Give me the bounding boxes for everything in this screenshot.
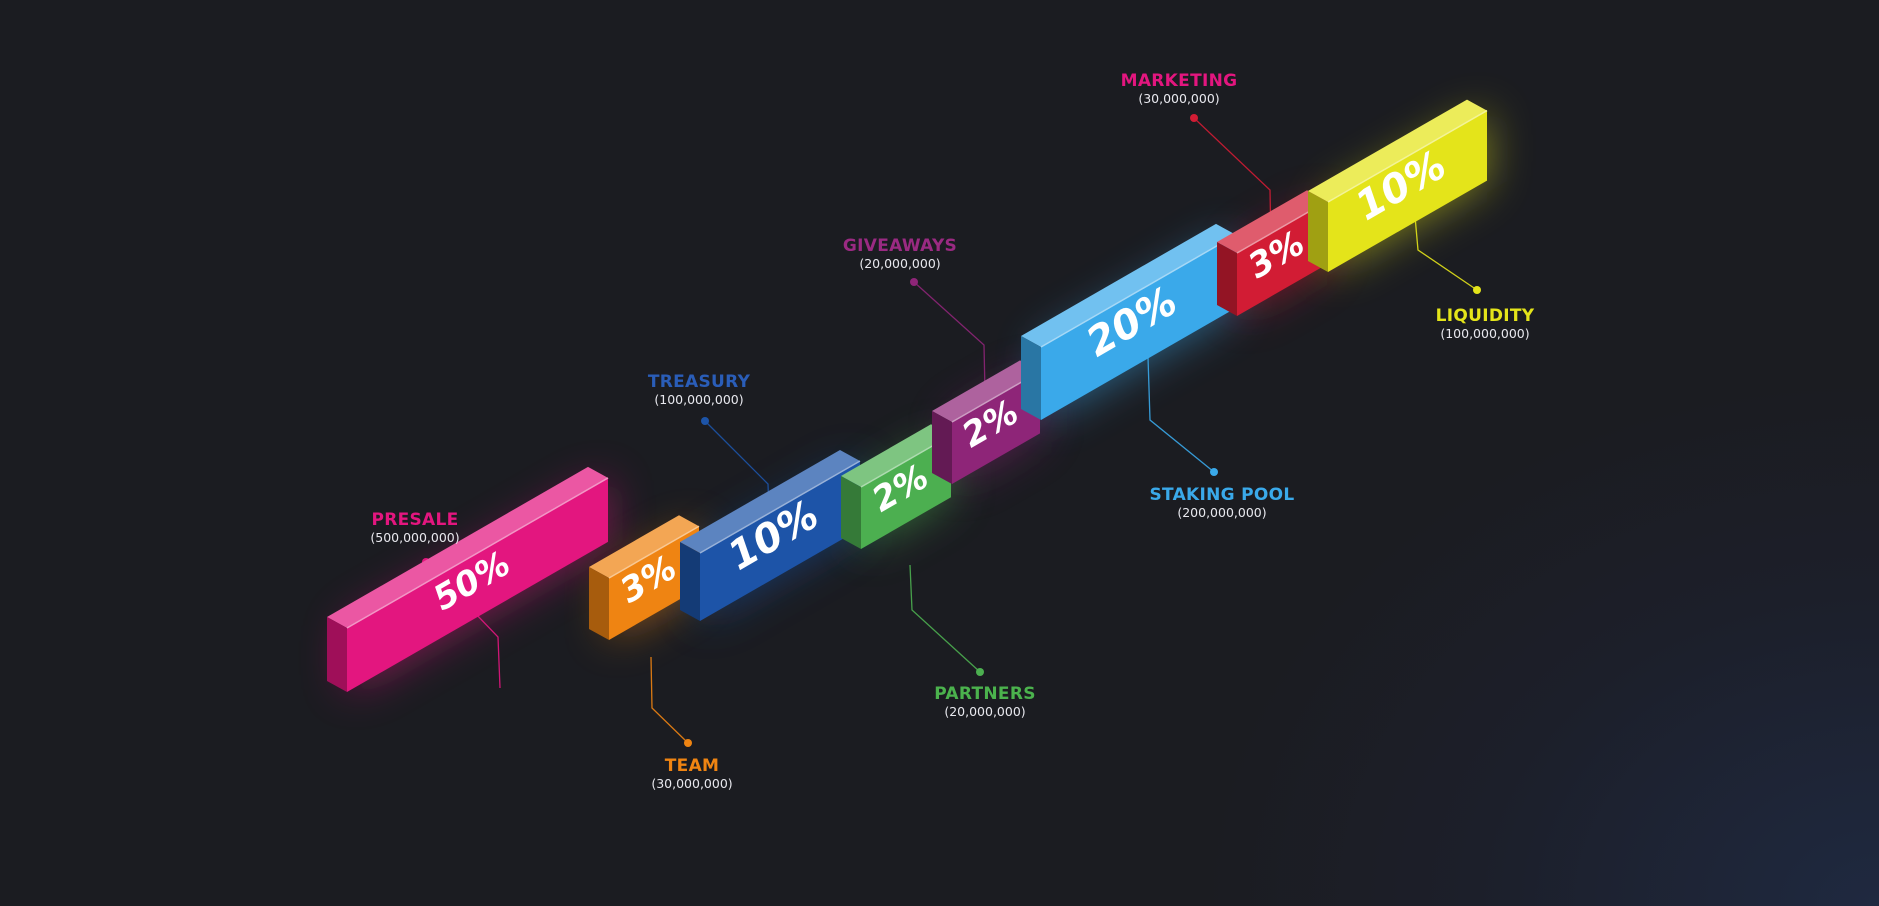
segment-box-partners: 2% — [841, 424, 952, 549]
segment-amount: (100,000,000) — [1440, 326, 1530, 341]
segment-name: TREASURY — [647, 372, 751, 392]
label-marketing: MARKETING (30,000,000) — [1121, 71, 1238, 107]
segment-box-liquidity: 10% — [1308, 99, 1488, 272]
label-liquidity: LIQUIDITY (100,000,000) — [1436, 306, 1535, 342]
segment-name: PARTNERS — [934, 684, 1036, 704]
callout-dot — [701, 417, 709, 425]
segment-amount: (200,000,000) — [1177, 505, 1267, 520]
segment-boxes: 50%3%10%2%2%20%3%10% — [327, 99, 1488, 692]
callout-dot — [684, 739, 692, 747]
callout-leader-lines — [422, 114, 1481, 747]
segment-name: PRESALE — [371, 510, 459, 530]
label-giveaways: GIVEAWAYS (20,000,000) — [843, 236, 957, 272]
segment-amount: (20,000,000) — [859, 256, 941, 271]
segment-amount: (100,000,000) — [654, 392, 744, 407]
segment-box-giveaways: 2% — [932, 360, 1041, 484]
callout-dot — [1190, 114, 1198, 122]
segment-box-team: 3% — [589, 515, 700, 640]
segment-box-staking-pool: 20% — [1021, 223, 1237, 420]
callout-dot — [1473, 286, 1481, 294]
callout-dot — [976, 668, 984, 676]
segment-box-marketing: 3% — [1217, 190, 1328, 316]
segment-name: GIVEAWAYS — [842, 236, 958, 256]
label-treasury: TREASURY (100,000,000) — [648, 372, 750, 408]
segment-amount: (30,000,000) — [1138, 91, 1220, 106]
callout-dot — [1210, 468, 1218, 476]
label-team: TEAM (30,000,000) — [651, 756, 732, 792]
label-partners: PARTNERS (20,000,000) — [934, 684, 1036, 720]
segment-name: TEAM — [664, 756, 720, 776]
callout-dot — [910, 278, 918, 286]
segment-name: STAKING POOL — [1149, 485, 1295, 505]
segment-name: LIQUIDITY — [1435, 306, 1535, 326]
label-presale: PRESALE (500,000,000) — [370, 510, 459, 546]
segment-amount: (500,000,000) — [370, 530, 460, 545]
segment-amount: (30,000,000) — [651, 776, 733, 791]
segment-box-treasury: 10% — [680, 450, 861, 621]
label-staking-pool: STAKING POOL (200,000,000) — [1149, 485, 1294, 521]
segment-amount: (20,000,000) — [944, 704, 1026, 719]
segment-box-presale: 50% — [327, 466, 609, 692]
segment-name: MARKETING — [1120, 71, 1238, 91]
